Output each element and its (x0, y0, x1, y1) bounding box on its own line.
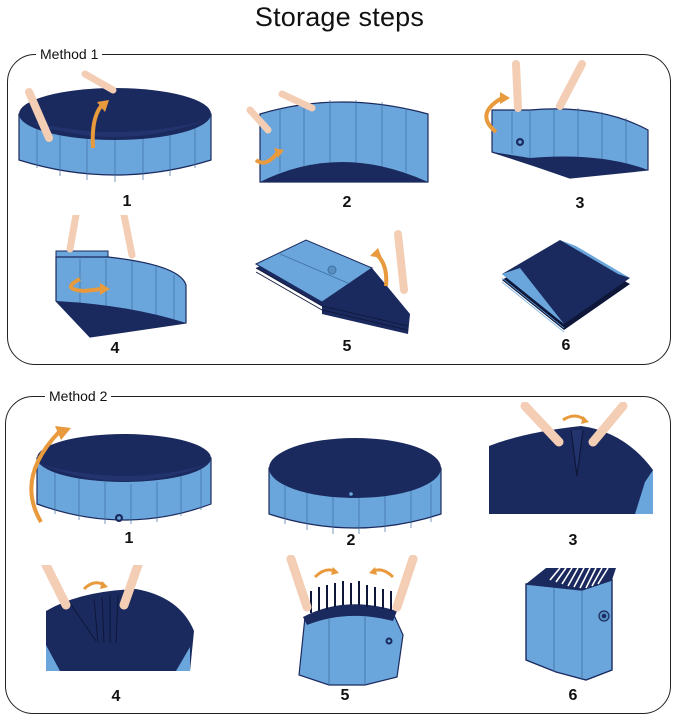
method-1-step-5: 5 (250, 230, 420, 355)
method-1-step-6: 6 (500, 240, 640, 354)
pool-open-illustration (18, 70, 212, 182)
pool-fold-down-illustration (246, 90, 429, 183)
pool-bunched-pleats-illustration (286, 555, 418, 686)
method-2-label: Method 2 (45, 388, 112, 404)
step-number: 6 (561, 337, 571, 354)
page-title: Storage steps (254, 2, 425, 32)
method-1-step-2: 2 (240, 80, 440, 211)
method-1-label: Method 1 (36, 46, 103, 62)
method-1-step-4: 4 (40, 215, 240, 357)
pool-pinch-top-illustration (489, 402, 653, 514)
step-number: 1 (122, 193, 132, 210)
pool-gather-pleats-illustration (41, 565, 194, 671)
pool-side-fold-illustration (484, 60, 649, 179)
folded-upright-box-illustration (525, 567, 616, 681)
pool-open-drain-illustration (29, 426, 212, 524)
method-2-step-2: 2 (265, 430, 445, 550)
step-number: 5 (340, 687, 350, 704)
method-1-panel (7, 54, 671, 365)
folded-flat-stack-illustration (254, 230, 410, 334)
step-number: 1 (124, 530, 134, 547)
pool-closed-top-illustration (268, 438, 442, 534)
method-2-panel (5, 396, 671, 714)
step-number: 6 (568, 687, 578, 704)
completely-folded-illustration (501, 240, 630, 333)
step-number: 4 (111, 688, 121, 705)
method-2-step-6: 6 (520, 560, 630, 704)
step-number: 2 (346, 532, 356, 549)
method-1-step-1: 1 (15, 68, 215, 210)
pool-wall-stack-illustration (55, 215, 187, 338)
step-number: 2 (342, 194, 352, 211)
method-2-step-4: 4 (40, 565, 200, 705)
method-2-step-3: 3 (485, 402, 660, 550)
step-number: 3 (568, 532, 578, 549)
step-number: 3 (575, 195, 585, 212)
method-2-step-5: 5 (285, 555, 425, 704)
step-number: 4 (110, 340, 120, 357)
method-2-step-1: 1 (15, 418, 215, 548)
step-number: 5 (342, 338, 352, 355)
method-1-step-3: 3 (470, 60, 670, 212)
